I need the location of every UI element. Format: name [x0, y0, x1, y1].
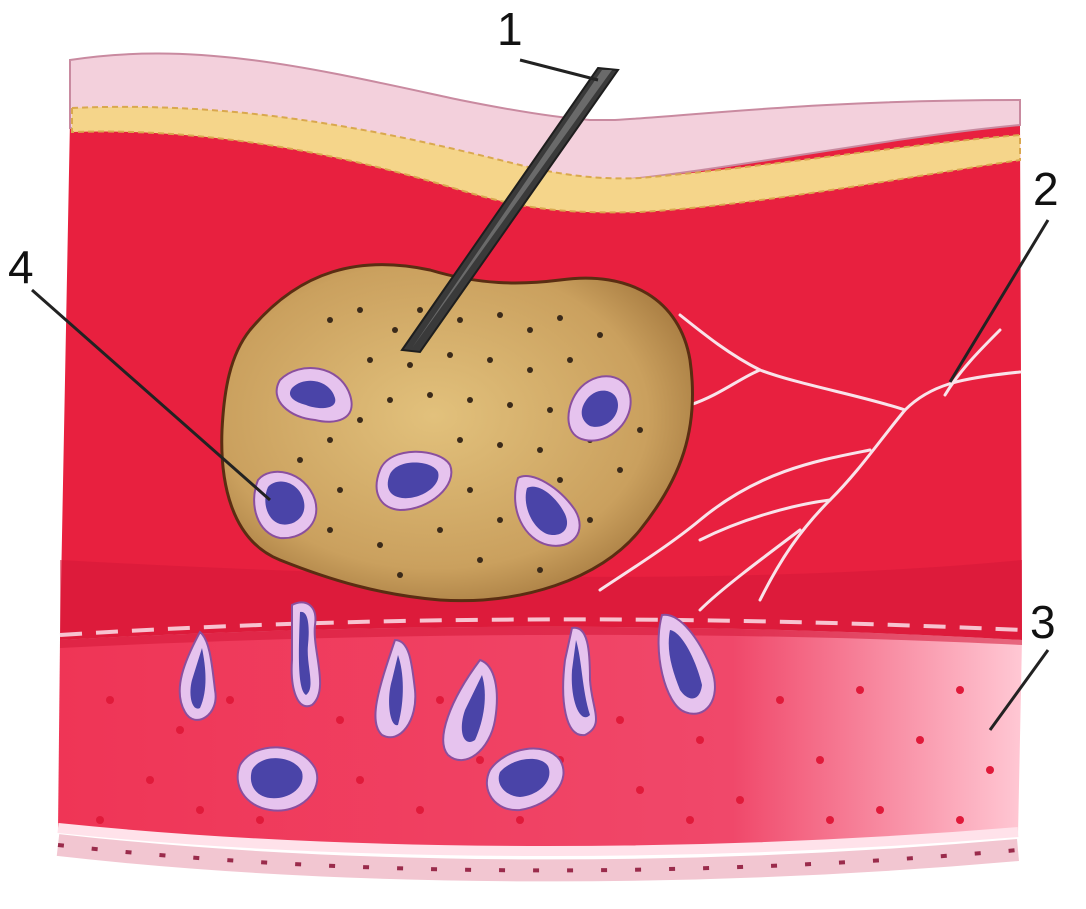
label-2: 2	[1033, 163, 1059, 215]
inflammation-focus	[222, 265, 693, 601]
leukocyte	[238, 747, 318, 810]
label-1: 1	[497, 3, 523, 55]
label-4: 4	[8, 241, 34, 293]
leader-line-1	[520, 60, 598, 80]
leukocyte	[292, 602, 320, 706]
label-3: 3	[1030, 596, 1056, 648]
